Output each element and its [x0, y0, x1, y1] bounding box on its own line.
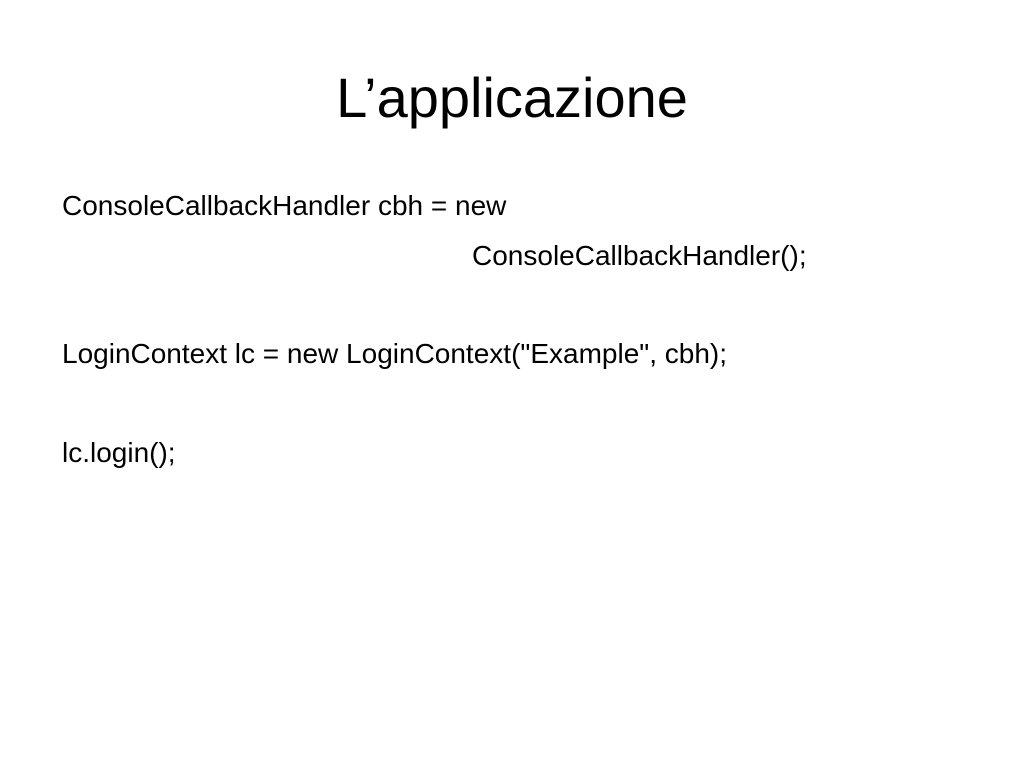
- slide-title: L’applicazione: [336, 66, 688, 129]
- code-line-login-context: LoginContext lc = new LoginContext("Exam…: [62, 338, 728, 369]
- code-line-login-call: lc.login();: [62, 437, 176, 468]
- code-line-handler-constructor: ConsoleCallbackHandler();: [472, 240, 807, 271]
- code-line-handler-declaration: ConsoleCallbackHandler cbh = new: [62, 190, 507, 221]
